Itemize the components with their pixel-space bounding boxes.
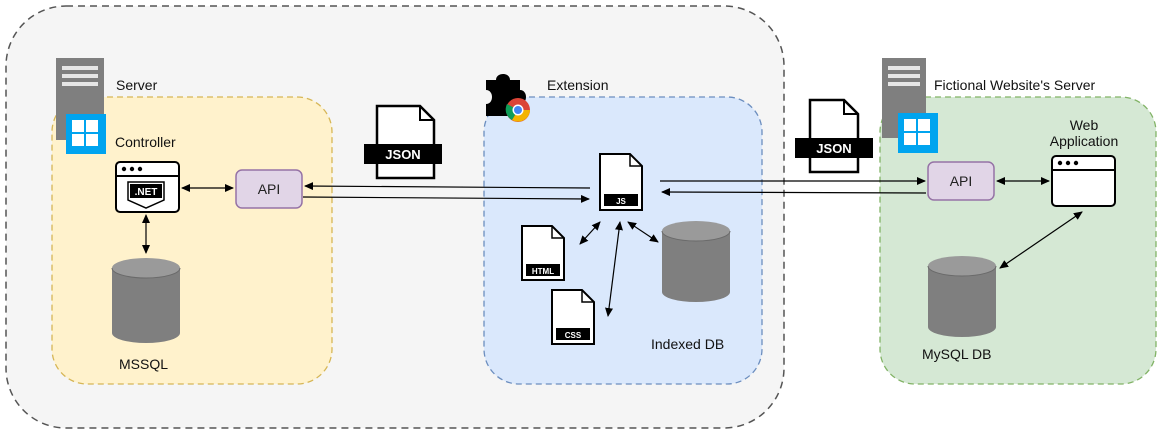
connector-api-right-to-js xyxy=(661,188,927,197)
js-label: JS xyxy=(616,197,626,206)
api-left-box xyxy=(235,169,303,209)
json-label-left: JSON xyxy=(385,147,420,162)
css-label: CSS xyxy=(565,331,582,340)
website-server-label: Fictional Website's Server xyxy=(934,77,1096,93)
indexed-db-label: Indexed DB xyxy=(651,336,725,352)
api-left-label: API xyxy=(257,181,281,197)
api-right-box xyxy=(927,161,995,201)
mssql-label: MSSQL xyxy=(119,356,169,372)
json-file-icon-right: JSON xyxy=(795,98,873,174)
windows-icon xyxy=(66,114,106,154)
mssql-database-icon xyxy=(111,258,181,343)
server-label: Server xyxy=(116,77,158,93)
connector-js-to-api-left xyxy=(304,182,591,191)
js-file-icon: JS xyxy=(599,153,643,211)
connector-js-css xyxy=(605,221,623,317)
css-file-icon: CSS xyxy=(551,289,595,345)
web-application-label: Web Application xyxy=(1049,117,1119,149)
mysql-label: MySQL DB xyxy=(922,346,992,362)
controller-label: Controller xyxy=(115,134,176,150)
mysql-database-icon xyxy=(927,256,997,337)
connector-js-indexeddb xyxy=(627,221,659,243)
json-label-right: JSON xyxy=(816,141,851,156)
website-windows-icon xyxy=(898,113,938,153)
indexed-db-database-icon xyxy=(661,221,731,302)
connector-api-left-to-js xyxy=(302,194,590,203)
html-file-icon: HTML xyxy=(521,225,565,281)
web-application-icon xyxy=(1051,155,1116,207)
html-label: HTML xyxy=(532,267,554,276)
connector-js-html xyxy=(579,221,601,245)
extension-label: Extension xyxy=(547,77,609,93)
dotnet-app-icon: .NET xyxy=(115,161,180,213)
api-right-label: API xyxy=(949,173,973,189)
connector-webapp-mysql xyxy=(999,211,1083,269)
chrome-extension-icon xyxy=(486,74,530,122)
json-file-icon-left: JSON xyxy=(364,104,442,180)
dotnet-label: .NET xyxy=(135,187,158,198)
